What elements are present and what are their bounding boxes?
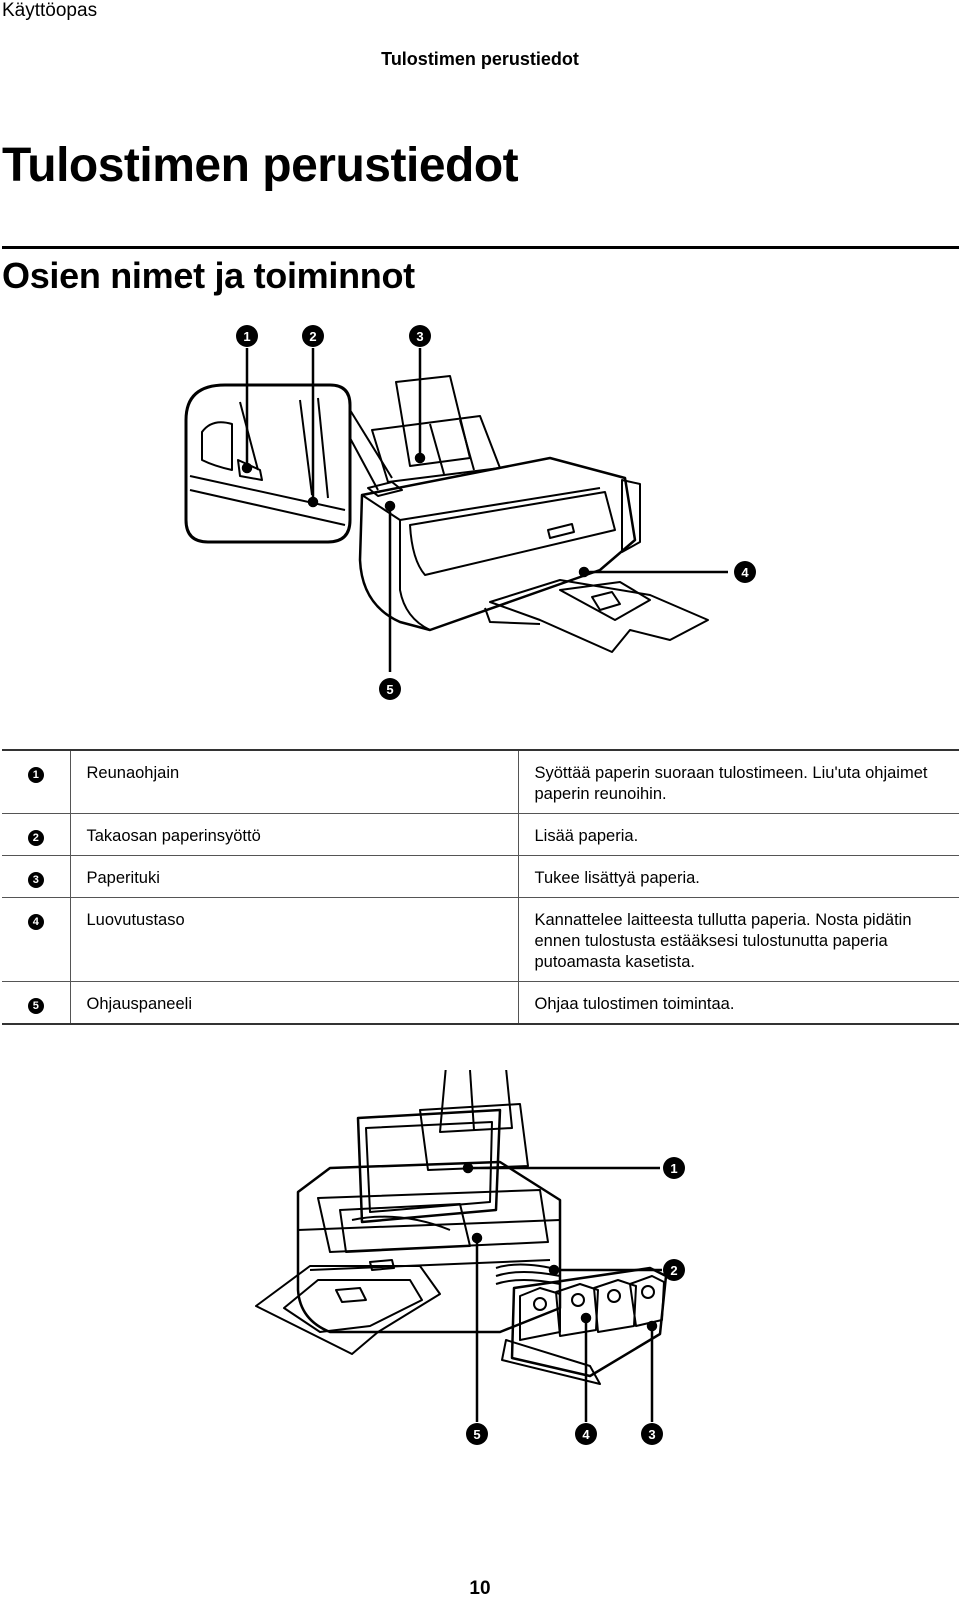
part-description: Tukee lisättyä paperia. [518, 855, 959, 898]
part-name: Takaosan paperinsyöttö [70, 813, 519, 856]
callout-4: 4 [734, 561, 756, 583]
svg-text:3: 3 [648, 1427, 655, 1442]
row-number-badge: 5 [27, 998, 44, 1014]
svg-text:1: 1 [670, 1161, 677, 1176]
table-row: 4 Luovutustaso Kannattelee laitteesta tu… [2, 897, 959, 982]
section-title: Tulostimen perustiedot [381, 49, 579, 69]
part-name: Luovutustaso [70, 897, 519, 982]
page-number: 10 [469, 1578, 491, 1599]
callout-5: 5 [379, 678, 401, 700]
running-title: Käyttöopas [2, 0, 98, 21]
printer-front-illustration: 1 2 3 4 5 [184, 325, 756, 700]
callout-2: 2 [663, 1259, 685, 1281]
callout-1: 1 [236, 325, 258, 347]
printer-interior-illustration: 1 2 3 4 5 [255, 1070, 685, 1445]
svg-text:3: 3 [416, 329, 423, 344]
callout-4: 4 [575, 1423, 597, 1445]
row-number-badge: 2 [27, 830, 44, 846]
page-title: Tulostimen perustiedot [2, 139, 519, 192]
heading-rule [2, 246, 959, 249]
table-row: 3 Paperituki Tukee lisättyä paperia. [2, 855, 959, 898]
parts-table: 1 Reunaohjain Syöttää paperin suoraan tu… [2, 749, 959, 1025]
callout-2: 2 [302, 325, 324, 347]
table-row: 5 Ohjauspaneeli Ohjaa tulostimen toimint… [2, 981, 959, 1025]
part-name: Reunaohjain [70, 749, 519, 814]
svg-text:5: 5 [473, 1427, 480, 1442]
svg-text:4: 4 [741, 565, 749, 580]
callout-1: 1 [663, 1157, 685, 1179]
row-number-badge: 3 [27, 872, 44, 888]
part-description: Lisää paperia. [518, 813, 959, 856]
svg-text:1: 1 [243, 329, 250, 344]
callout-5: 5 [466, 1423, 488, 1445]
table-row: 1 Reunaohjain Syöttää paperin suoraan tu… [2, 749, 959, 814]
row-number-badge: 4 [27, 914, 44, 930]
svg-text:2: 2 [309, 329, 316, 344]
callout-3: 3 [409, 325, 431, 347]
part-description: Syöttää paperin suoraan tulostimeen. Liu… [518, 749, 959, 814]
svg-text:2: 2 [670, 1263, 677, 1278]
part-name: Ohjauspaneeli [70, 981, 519, 1025]
table-row: 2 Takaosan paperinsyöttö Lisää paperia. [2, 813, 959, 856]
page-subtitle: Osien nimet ja toiminnot [2, 255, 415, 296]
svg-text:4: 4 [582, 1427, 590, 1442]
part-name: Paperituki [70, 855, 519, 898]
svg-text:5: 5 [386, 682, 393, 697]
part-description: Ohjaa tulostimen toimintaa. [518, 981, 959, 1025]
callout-3: 3 [641, 1423, 663, 1445]
part-description: Kannattelee laitteesta tullutta paperia.… [518, 897, 959, 982]
row-number-badge: 1 [27, 767, 44, 783]
